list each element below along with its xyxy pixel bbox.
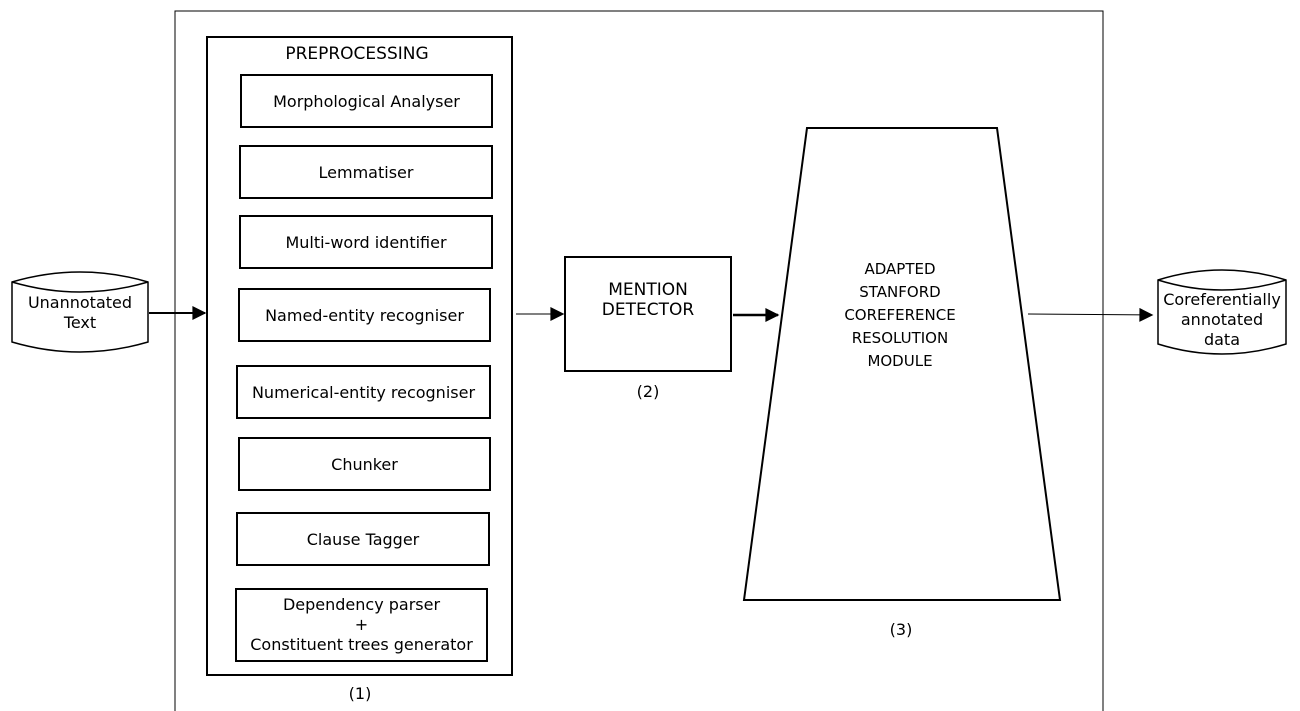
module-label: Named-entity recogniser [265,305,464,325]
parser-line3: Constituent trees generator [250,635,473,654]
coreference-label: ADAPTED STANFORD COREFERENCE RESOLUTION … [820,258,980,373]
coreference-number: (3) [889,620,913,639]
output-store-line2: annotated [1180,310,1264,329]
module-multi-word-identifier: Multi-word identifier [239,215,493,269]
module-label: Lemmatiser [318,162,414,182]
output-store-line1: Coreferentially [1163,290,1281,309]
preprocessing-title: PREPROCESSING [285,44,429,64]
preprocessing-number: (1) [348,684,372,703]
coreference-line4: RESOLUTION [851,329,949,347]
mention-detector-box: MENTION DETECTOR [564,256,732,372]
module-clause-tagger: Clause Tagger [236,512,490,566]
module-numerical-entity-recogniser: Numerical-entity recogniser [236,365,491,419]
module-label: Numerical-entity recogniser [251,382,476,402]
input-store-shape [11,271,149,353]
mention-detector-line2: DETECTOR [601,300,695,320]
output-store-line3: data [1203,330,1241,349]
coreference-line3: COREFERENCE [844,306,956,324]
module-chunker: Chunker [238,437,491,491]
system-frame [174,10,1104,711]
coreference-trapezoid [742,127,1062,601]
arrow-coreference-to-output [1027,307,1154,322]
output-store-label: Coreferentially annotated data [1156,290,1288,350]
parser-line1: Dependency parser [282,595,441,614]
input-store-line1: Unannotated [27,293,133,312]
module-lemmatiser: Lemmatiser [239,145,493,199]
coreference-line2: STANFORD [859,283,941,301]
input-store-line2: Text [63,313,97,332]
module-morphological-analyser: Morphological Analyser [240,74,493,128]
module-label: Chunker [331,454,398,474]
module-named-entity-recogniser: Named-entity recogniser [238,288,491,342]
module-label: Clause Tagger [306,529,420,549]
coreference-line1: ADAPTED [864,260,936,278]
module-dependency-parser: Dependency parser + Constituent trees ge… [235,588,488,662]
mention-detector-line1: MENTION [608,280,688,300]
preprocessing-container [206,36,513,676]
parser-line2: + [354,615,369,634]
mention-detector-number: (2) [636,382,660,401]
input-store-label: Unannotated Text [12,293,148,333]
coreference-line5: MODULE [867,352,933,370]
output-store-rim [1157,279,1287,291]
module-label: Morphological Analyser [273,91,460,111]
input-store-rim [11,281,149,293]
output-store-shape [1157,269,1287,355]
module-label: Multi-word identifier [285,232,447,252]
